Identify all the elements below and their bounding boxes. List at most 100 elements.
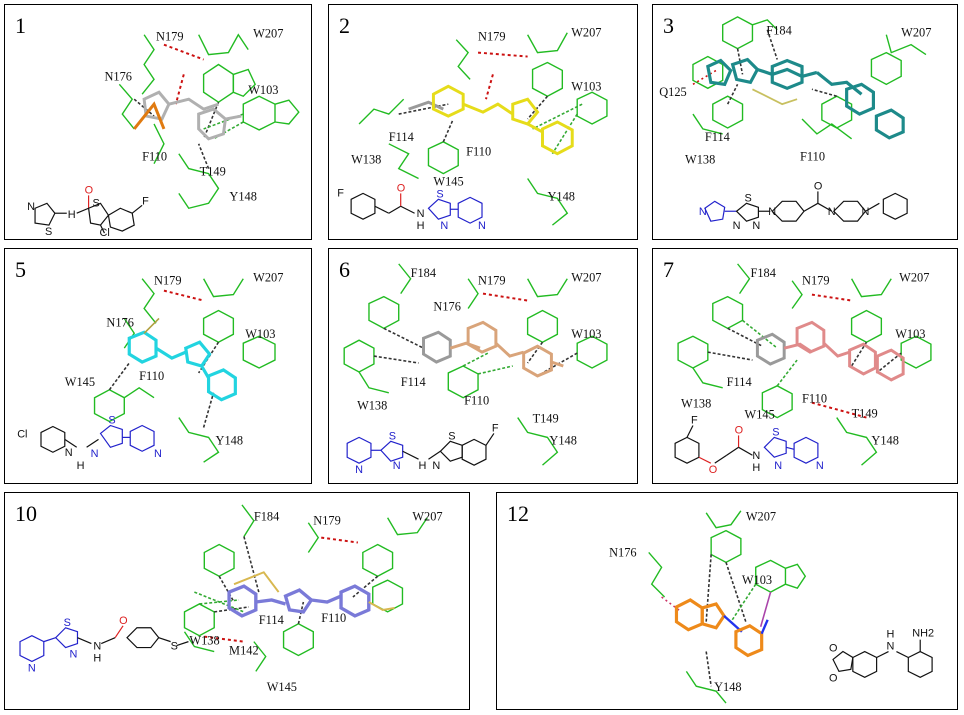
atom-label: O — [397, 182, 405, 194]
atom-label: H — [93, 652, 101, 664]
pi-lines — [532, 103, 583, 155]
panel-number: 6 — [339, 257, 350, 282]
contact-lines — [108, 341, 220, 428]
panel-1-scene: N179 W207 N176 W103 F110 T149 Y148 N H O… — [27, 27, 300, 239]
atom-label: N — [478, 220, 486, 232]
residue-F110: F110 — [800, 150, 825, 164]
residue-F110: F110 — [321, 611, 346, 625]
residue-N179: N179 — [802, 274, 830, 288]
residue-W145: W145 — [267, 680, 297, 694]
residue-W103: W103 — [895, 327, 925, 341]
residue-W207: W207 — [412, 510, 442, 524]
residue-N179: N179 — [313, 514, 341, 528]
atom-label: S — [745, 192, 752, 204]
atom-label: N — [828, 206, 836, 218]
residue-N176: N176 — [104, 69, 132, 83]
panel-5: N179 W207 N176 W103 W145 F110 Y148 Cl N … — [4, 248, 312, 484]
residue-F184: F184 — [750, 266, 775, 280]
structure-atoms: F O S N H N N — [337, 182, 486, 232]
residue-W138: W138 — [681, 397, 711, 411]
residue-F110: F110 — [802, 392, 827, 406]
atom-label: N — [816, 460, 824, 472]
atom-label: N — [699, 206, 707, 218]
atom-label: O — [119, 615, 127, 627]
hbond-lines — [204, 536, 359, 643]
residue-W103: W103 — [248, 83, 278, 97]
panel-2-scene: N179 W207 W103 F114 F110 W138 W145 Y148 … — [337, 26, 608, 232]
contact-lines — [726, 29, 837, 105]
residue-W207: W207 — [253, 271, 283, 285]
residue-labels: F184 N179 W207 N176 W103 F114 W138 F110 … — [357, 266, 601, 448]
contact-lines — [398, 95, 549, 143]
panel-10: F184 N179 W207 F114 F110 W138 M142 W145 … — [4, 492, 470, 710]
residue-W207: W207 — [571, 271, 601, 285]
atom-label: N — [91, 448, 99, 460]
panel-7-scene: F184 N179 W207 W103 F114 W138 W145 F110 … — [674, 263, 932, 476]
atom-label: S — [772, 426, 779, 438]
structure-atoms: F S N H N S N — [355, 422, 499, 476]
panel-number: 2 — [339, 13, 350, 38]
panel-3: F184 W207 Q125 F114 W138 F110 O N S N N — [652, 4, 958, 240]
ligand-structure — [34, 195, 143, 234]
structure-atoms: Cl N H N S N — [17, 415, 162, 473]
atom-label: H — [68, 209, 76, 221]
residue-F114: F114 — [389, 130, 414, 144]
residue-F110: F110 — [466, 145, 491, 159]
residue-N176: N176 — [106, 315, 134, 329]
hbond-lines — [477, 51, 528, 100]
atom-label: N — [70, 648, 78, 660]
contact-lines — [373, 327, 578, 374]
residue-W145: W145 — [65, 375, 95, 389]
atom-label: H — [419, 460, 427, 472]
atom-label: S — [108, 415, 115, 427]
atom-label: F — [142, 195, 149, 207]
panel-number: 12 — [507, 501, 529, 526]
residue-W103: W103 — [571, 79, 601, 93]
atom-label: O — [735, 424, 743, 436]
residue-W207: W207 — [571, 26, 601, 40]
residue-labels: F184 W207 Q125 F114 W138 F110 — [659, 24, 931, 167]
residue-Y148: Y148 — [547, 189, 575, 203]
atom-label: N — [355, 464, 363, 476]
atom-label: H — [752, 462, 760, 474]
atom-label: F — [691, 415, 698, 427]
protein-sticks — [358, 32, 608, 226]
residue-Q125: Q125 — [659, 85, 687, 99]
atom-label: O — [85, 184, 93, 196]
atom-label: N — [862, 206, 870, 218]
residue-W145: W145 — [745, 408, 775, 422]
atom-label: N — [752, 220, 760, 232]
residue-T149: T149 — [533, 412, 559, 426]
atom-label: N — [774, 460, 782, 472]
atom-label: N — [154, 448, 162, 460]
residue-labels: N179 W207 N176 W103 F110 T149 Y148 — [104, 27, 283, 204]
residue-W138: W138 — [351, 153, 381, 167]
residue-labels: N176 W207 W103 Y148 — [609, 510, 776, 694]
contact-lines — [133, 98, 220, 169]
ligand — [422, 320, 564, 378]
atom-label: N — [768, 206, 776, 218]
atom-label: S — [93, 197, 100, 209]
residue-W145: W145 — [433, 174, 463, 188]
panel-7: F184 N179 W207 W103 F114 W138 W145 F110 … — [652, 248, 958, 484]
atom-label: N — [27, 201, 35, 213]
residue-T149: T149 — [852, 407, 878, 421]
residue-F184: F184 — [254, 510, 279, 524]
atom-label: N — [887, 641, 895, 653]
panel-number: 7 — [663, 257, 674, 282]
ligand — [674, 591, 772, 658]
atom-label: O — [709, 464, 717, 476]
hbond-lines — [163, 289, 204, 302]
residue-W207: W207 — [899, 271, 929, 285]
residue-F184: F184 — [766, 24, 791, 38]
residue-F114: F114 — [705, 130, 730, 144]
residue-N179: N179 — [478, 30, 506, 44]
residue-W138: W138 — [189, 634, 219, 648]
residue-labels: N179 W207 N176 W103 W145 F110 Y148 — [65, 271, 284, 448]
ligand-structure — [832, 639, 933, 678]
structure-atoms: O O N H NH2 — [829, 628, 934, 685]
residue-W207: W207 — [746, 510, 776, 524]
residue-F114: F114 — [401, 375, 426, 389]
atom-label: S — [64, 617, 71, 629]
atom-label: S — [448, 430, 455, 442]
